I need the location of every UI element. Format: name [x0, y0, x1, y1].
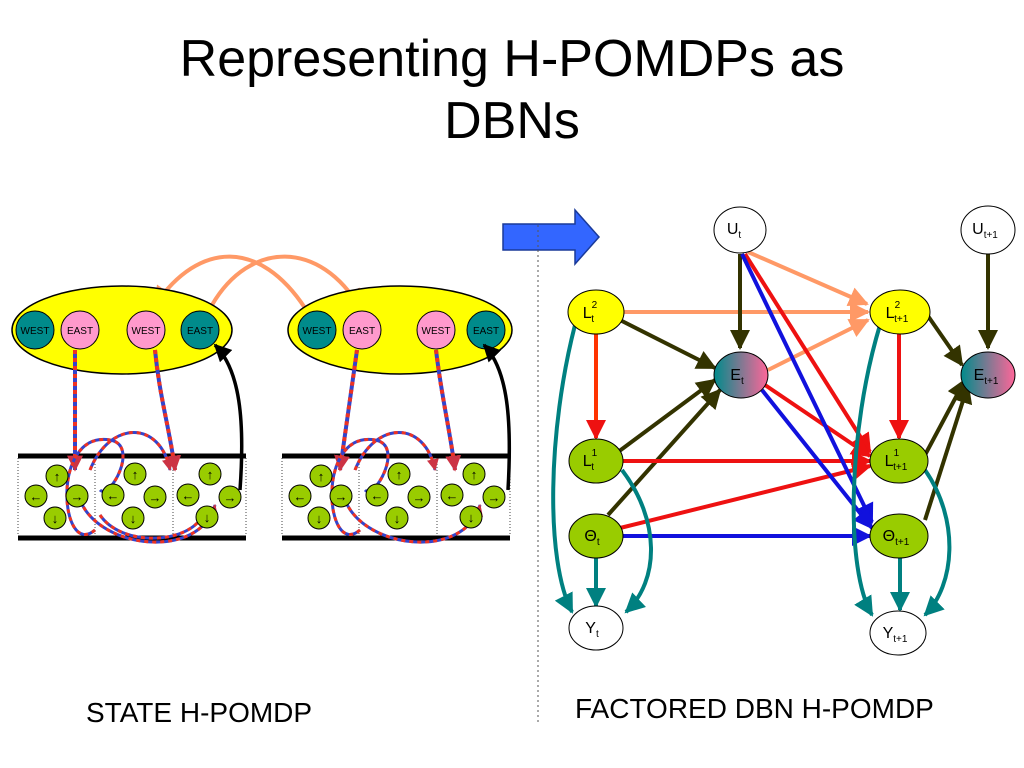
east-node-3: [342, 310, 382, 350]
east-node-2-label: EAST: [187, 326, 213, 337]
edge-Et-L2t1: [767, 318, 870, 372]
node-Y-t-label: Yt: [585, 620, 599, 640]
svg-text:←: ←: [294, 489, 307, 504]
node-E-t1-label: Et+1: [974, 367, 999, 387]
svg-text:↑: ↑: [396, 467, 403, 482]
node-Theta-t1: [869, 513, 929, 559]
exit-arrow-2: [482, 343, 512, 491]
west-node-2-label: WEST: [132, 326, 161, 337]
svg-text:↑: ↑: [318, 469, 325, 484]
edge-L2t-Et: [619, 318, 717, 370]
edge-Ut-Thetat1: [740, 253, 874, 524]
svg-text:↓: ↓: [130, 511, 137, 526]
west-node-1: [15, 310, 55, 350]
top-arrow-1: [153, 254, 307, 310]
node-Y-t1: [869, 610, 927, 656]
node-Theta-t: [568, 513, 624, 559]
node-Y-t: [568, 605, 624, 651]
svg-text:→: →: [488, 490, 501, 505]
edge-Thetat-Et: [606, 388, 722, 517]
svg-text:←: ←: [30, 489, 43, 504]
node-E-t-label: Et: [730, 367, 744, 387]
node-U-t1: [960, 205, 1016, 255]
svg-text:→: →: [71, 489, 84, 504]
west-node-1-label: WEST: [21, 326, 50, 337]
node-Theta-t-label: Θt: [584, 528, 599, 548]
exit-arrow-1: [213, 343, 244, 491]
svg-text:←: ←: [371, 488, 384, 503]
title-line-2: DBNs: [444, 92, 580, 150]
node-L2-t1: [869, 289, 931, 335]
node-U-t1-label: Ut+1: [972, 221, 998, 241]
left-caption: STATE H-POMDP: [86, 697, 313, 728]
edge-Ut-L2t1: [747, 250, 869, 306]
east-node-2: [180, 310, 220, 350]
edge-Ut-L1t1: [743, 252, 872, 454]
node-E-t: [713, 351, 769, 399]
title-line-1: Representing H-POMDPs as: [179, 30, 845, 88]
edge-L2t1-Yt1: [851, 324, 882, 617]
edge-L2t-Yt: [551, 324, 577, 614]
abstract-state-oval-2: [287, 285, 513, 375]
node-L1-t: [568, 438, 624, 484]
node-E-t1: [960, 351, 1016, 399]
svg-text:←: ←: [446, 488, 459, 503]
svg-text:→: →: [149, 490, 162, 505]
edge-Thetat1-Et1: [923, 383, 973, 521]
svg-text:↓: ↓: [204, 510, 211, 525]
east-node-1: [60, 310, 100, 350]
edge-L1t-Et: [612, 378, 717, 457]
west-node-4: [416, 310, 456, 350]
svg-text:↑: ↑: [54, 469, 61, 484]
svg-text:→: →: [335, 489, 348, 504]
edge-L1t-Yt: [620, 468, 653, 614]
node-U-t-label: Ut: [727, 221, 742, 241]
entry-arrow-3: [338, 349, 359, 471]
svg-text:↑: ↑: [207, 467, 214, 482]
svg-text:↑: ↑: [132, 467, 139, 482]
slide-title: Representing H-POMDPs as DBNs: [0, 28, 1024, 152]
right-caption: FACTORED DBN H-POMDP: [575, 693, 934, 724]
direction-nodes-1: ↑ ← → ↓ ↑ ← → ↓ ↑ ← → ↓: [24, 462, 242, 530]
node-L2-t: [567, 289, 625, 335]
node-Theta-t1-label: Θt+1: [883, 528, 910, 548]
svg-text:←: ←: [182, 488, 195, 503]
abstract-state-oval-1: [11, 285, 233, 375]
svg-text:↓: ↓: [394, 511, 401, 526]
svg-text:↑: ↑: [471, 467, 478, 482]
svg-text:↓: ↓: [316, 511, 323, 526]
svg-text:→: →: [413, 490, 426, 505]
east-node-3-label: EAST: [349, 326, 375, 337]
direction-nodes-2: ↑ ← → ↓ ↑ ← → ↓ ↑ ← → ↓: [288, 462, 506, 530]
svg-text:→: →: [224, 490, 237, 505]
state-hpomdp-panel: WEST EAST WEST EAST WEST EAST WEST EAST: [11, 254, 513, 544]
edge-L1t1-Yt1: [923, 468, 952, 617]
east-node-4-label: EAST: [473, 326, 499, 337]
node-U-t: [713, 206, 767, 254]
edge-L2t1-Et1: [926, 314, 964, 367]
block-arrow: [502, 208, 601, 266]
svg-text:↓: ↓: [468, 510, 475, 525]
west-node-3: [297, 310, 337, 350]
west-node-3-label: WEST: [303, 326, 332, 337]
node-Y-t1-label: Yt+1: [883, 625, 908, 645]
west-node-2: [126, 310, 166, 350]
west-node-4-label: WEST: [422, 326, 451, 337]
edge-Et-L1t1: [763, 383, 872, 458]
node-L1-t1: [869, 438, 929, 484]
svg-text:↓: ↓: [52, 511, 59, 526]
svg-text:←: ←: [107, 488, 120, 503]
top-arrow-2: [210, 254, 362, 310]
east-node-1-label: EAST: [67, 326, 93, 337]
